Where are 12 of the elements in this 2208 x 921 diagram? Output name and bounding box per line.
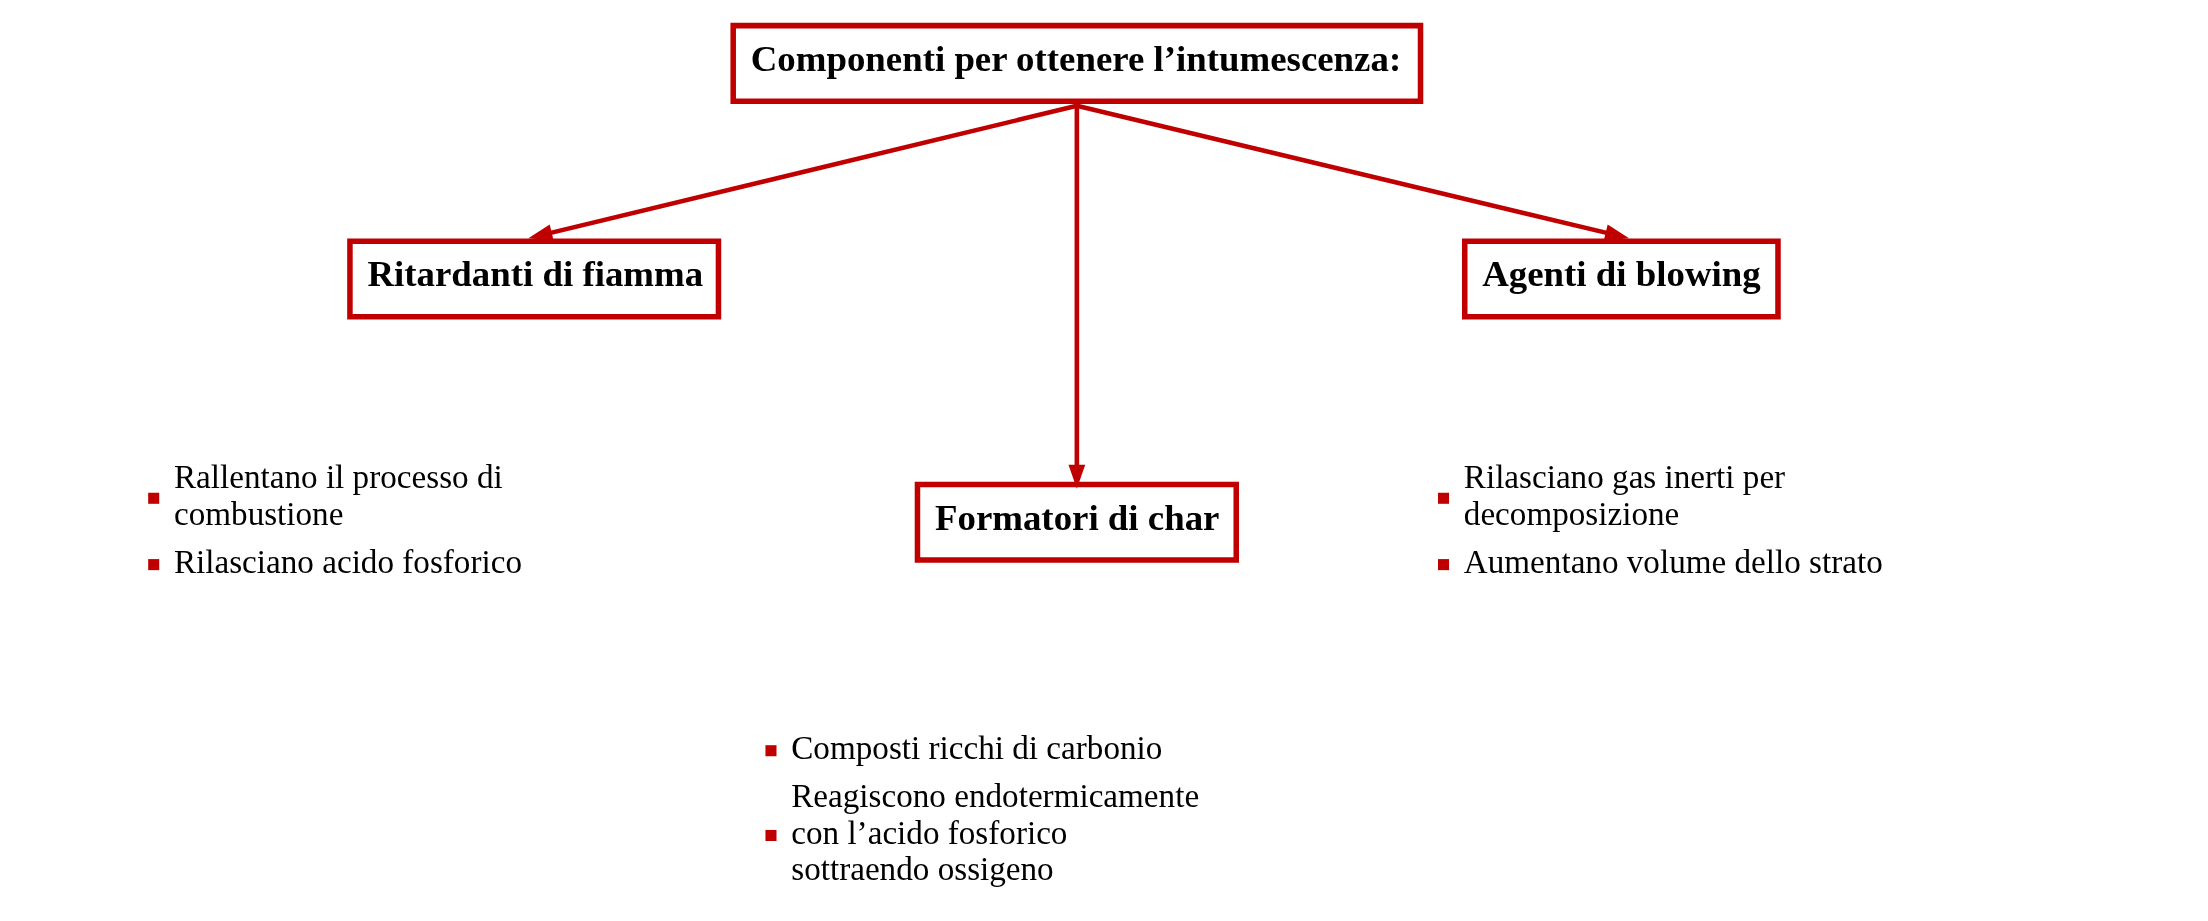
node-label: Composti ricchi di carbonio [790,728,1162,766]
arrow [527,103,1077,241]
node-box: Componenti per ottenere l’intumescenza: [729,22,1423,104]
arrow [1067,103,1085,489]
node-box: Agenti di blowing [1461,238,1781,320]
node-box: Formatori di char [914,481,1239,563]
node-label: Reagiscono endotermicamente con l’acido fosforico sottraendo ossigeno [790,776,1199,888]
node-label: Rallentano il processo di combustione [173,457,503,532]
node-label: Rilasciano gas inerti per decomposizione [1463,457,1785,532]
node-label: Rilasciano acido fosforico [173,542,522,580]
node-box: Ritardanti di fiamma [346,238,721,320]
node-label: Aumentano volume dello strato [1463,542,1883,580]
